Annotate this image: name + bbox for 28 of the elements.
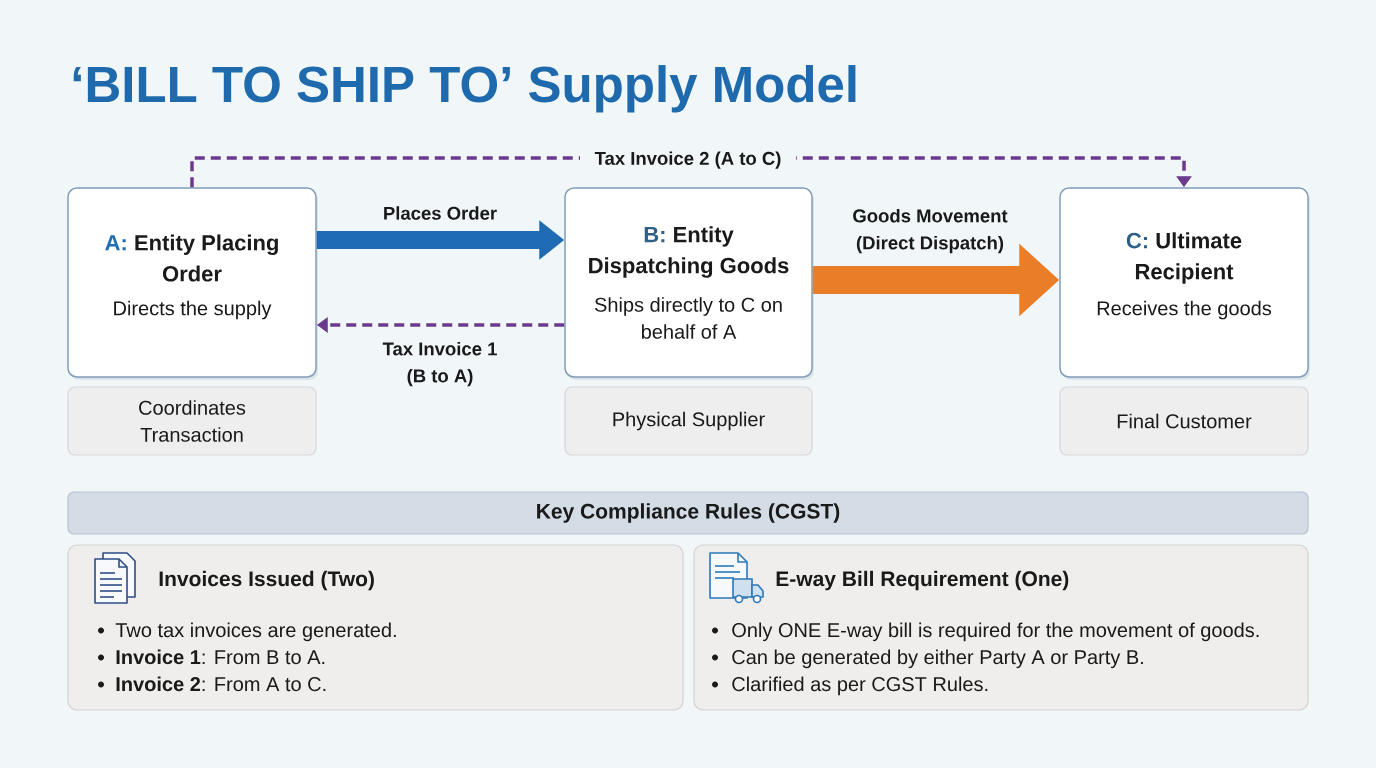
bullet-text: Can be generated by either Party A or Party B. <box>732 649 1143 669</box>
role-box: Physical Supplier <box>564 386 813 456</box>
edge-label: Tax Invoice 1 (B to A) <box>382 341 497 387</box>
panel-heading: E-way Bill Requirement (One) <box>776 570 1069 591</box>
section-header: Key Compliance Rules (CGST) <box>67 491 1309 535</box>
entity-description: Ships directly to C on behalf of A <box>594 297 782 339</box>
bullet-text: Clarified as per CGST Rules. <box>732 676 988 696</box>
rule-panel <box>67 544 684 711</box>
panel-heading: Invoices Issued (Two) <box>159 570 374 591</box>
title: ‘BILL TO SHIP TO’ Supply Model <box>73 65 856 113</box>
bullet-text: Only ONE E-way bill is required for the movement of goods. <box>732 622 1259 642</box>
bullet-text: Two tax invoices are generated. <box>115 622 396 642</box>
entity-box <box>564 187 814 380</box>
entity-box <box>67 187 318 380</box>
entity-title: A: Entity Placing Order <box>105 234 278 282</box>
edge-label: Goods Movement (Direct Dispatch) <box>853 208 1008 254</box>
entity-description: Receives the goods <box>1097 300 1272 320</box>
bullet-text: Invoice 2: From A to C. <box>116 676 326 692</box>
bullet-text: Invoice 1: From B to A. <box>116 649 325 665</box>
entity-title: B: Entity Dispatching Goods <box>589 226 789 278</box>
entity-box <box>1059 187 1310 380</box>
entity-description: Directs the supply <box>114 300 272 320</box>
edge-label: Places Order <box>384 206 497 220</box>
role-box: Coordinates Transaction <box>67 386 317 456</box>
edge-label: Tax Invoice 2 (A to C) <box>594 151 781 169</box>
entity-title: C: Ultimate Recipient <box>1126 232 1242 284</box>
role-box: Final Customer <box>1059 386 1309 456</box>
rule-panel <box>693 544 1309 711</box>
